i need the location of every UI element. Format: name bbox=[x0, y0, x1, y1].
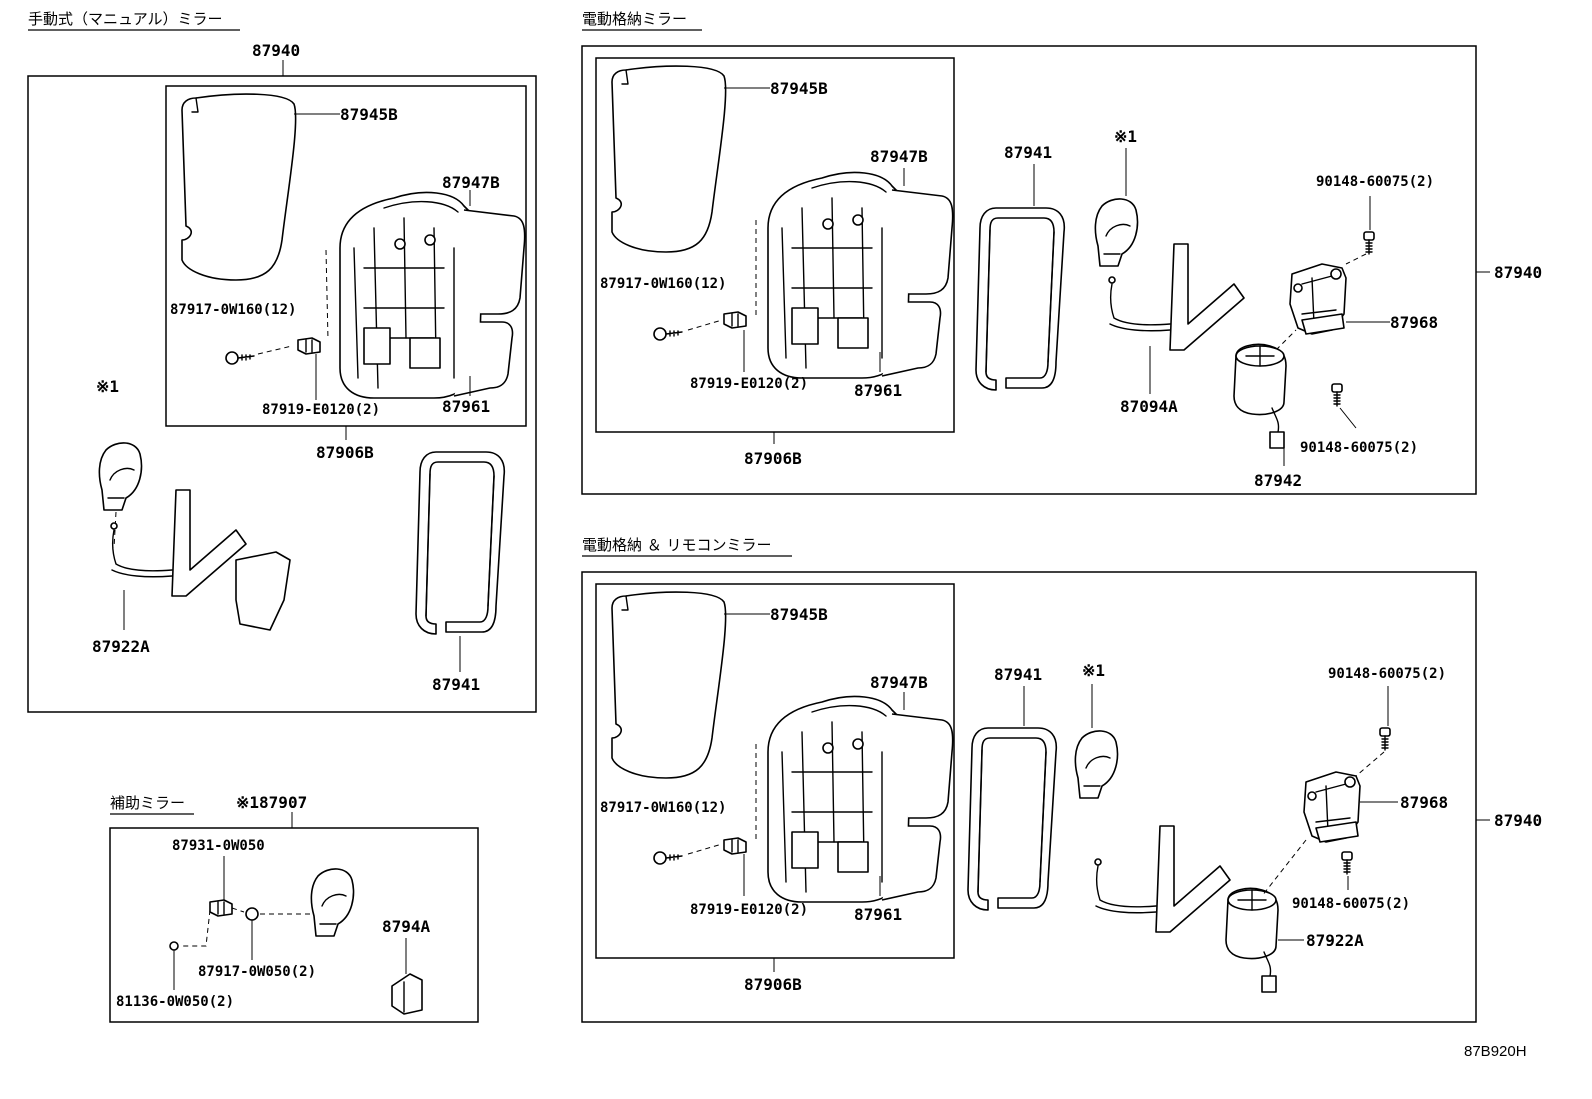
section-manual: 手動式（マニュアル）ミラー 87940 87945B 87947B 87917-… bbox=[27, 10, 537, 713]
part-stay bbox=[110, 489, 247, 597]
label-retractable-bolt-top: 90148-60075(2) bbox=[1316, 174, 1434, 190]
label-retractable-housing: 87947B bbox=[870, 147, 928, 166]
section-title-aux: 補助ミラー bbox=[110, 794, 185, 812]
label-manual-clip: 87919-E0120(2) bbox=[262, 402, 380, 418]
box-remote-outer bbox=[581, 571, 1477, 1023]
part-mirror-housing bbox=[767, 695, 954, 903]
label-remote-bolt-bottom: 90148-60075(2) bbox=[1292, 896, 1410, 912]
label-remote-housing: 87947B bbox=[870, 673, 928, 692]
label-manual-lower-cover: 87961 bbox=[442, 397, 490, 416]
label-manual-assembly: 87940 bbox=[252, 41, 300, 60]
part-frame bbox=[415, 451, 506, 635]
label-remote-glass: 87945B bbox=[770, 605, 828, 624]
label-remote-bracket: 87968 bbox=[1400, 793, 1448, 812]
part-screw bbox=[169, 941, 179, 951]
label-manual-housing: 87947B bbox=[442, 173, 500, 192]
part-bolt bbox=[1379, 727, 1391, 751]
label-remote-sub-assembly: 87906B bbox=[744, 975, 802, 994]
label-retractable-ref-mark: ※1 bbox=[1114, 127, 1137, 146]
label-retractable-assembly: 87940 bbox=[1494, 263, 1542, 282]
part-motor bbox=[1233, 343, 1287, 449]
label-retractable-screw: 87917-0W160(12) bbox=[600, 276, 726, 292]
label-aux-bracket: 8794A bbox=[382, 917, 431, 936]
section-remote: 電動格納 ＆ リモコンミラー 87945B 87947B 87917-0W160… bbox=[581, 536, 1542, 1023]
section-title-manual: 手動式（マニュアル）ミラー bbox=[28, 10, 223, 28]
label-remote-motor-stay: 87922A bbox=[1306, 931, 1364, 950]
part-mirror-housing bbox=[339, 191, 526, 399]
part-bolt bbox=[1341, 851, 1353, 875]
part-stay-bracket bbox=[235, 551, 291, 631]
section-title-remote: 電動格納 ＆ リモコンミラー bbox=[582, 536, 772, 554]
section-title-retractable: 電動格納ミラー bbox=[582, 10, 687, 28]
part-frame bbox=[975, 207, 1066, 391]
part-stay bbox=[1094, 825, 1231, 933]
part-frame bbox=[967, 727, 1058, 911]
part-clip bbox=[723, 311, 747, 329]
box-aux bbox=[109, 827, 479, 1023]
part-bracket bbox=[1289, 263, 1347, 335]
label-aux-screw-a: 87931-0W050 bbox=[172, 838, 265, 854]
label-retractable-bolt-bottom: 90148-60075(2) bbox=[1300, 440, 1418, 456]
part-clip bbox=[297, 337, 321, 355]
part-mirror-housing bbox=[767, 171, 954, 379]
part-aux-mirror bbox=[310, 868, 355, 937]
label-retractable-glass: 87945B bbox=[770, 79, 828, 98]
label-remote-lower-cover: 87961 bbox=[854, 905, 902, 924]
part-screw bbox=[225, 351, 255, 365]
label-remote-ref-mark: ※1 bbox=[1082, 661, 1105, 680]
box-retractable-outer bbox=[581, 45, 1477, 495]
label-retractable-clip: 87919-E0120(2) bbox=[690, 376, 808, 392]
part-screw bbox=[653, 327, 683, 341]
section-aux: 補助ミラー ※187907 87931-0W050 87917-0W050(2)… bbox=[109, 793, 479, 1023]
label-retractable-stay: 87094A bbox=[1120, 397, 1178, 416]
part-bracket bbox=[1303, 771, 1361, 843]
section-retractable: 電動格納ミラー 87945B 87947B 87917-0W160(12) 87… bbox=[581, 10, 1542, 495]
label-manual-stay: 87922A bbox=[92, 637, 150, 656]
part-cover bbox=[1074, 730, 1119, 799]
label-remote-clip: 87919-E0120(2) bbox=[690, 902, 808, 918]
label-remote-assembly: 87940 bbox=[1494, 811, 1542, 830]
label-remote-frame: 87941 bbox=[994, 665, 1042, 684]
label-remote-bolt-top: 90148-60075(2) bbox=[1328, 666, 1446, 682]
part-screw bbox=[653, 851, 683, 865]
label-manual-frame: 87941 bbox=[432, 675, 480, 694]
part-aux-bracket bbox=[391, 973, 423, 1015]
label-aux-nut: 87917-0W050(2) bbox=[198, 964, 316, 980]
part-clip bbox=[209, 899, 233, 917]
part-cover bbox=[1094, 198, 1139, 267]
label-aux-screw-b: 81136-0W050(2) bbox=[116, 994, 234, 1010]
label-retractable-motor: 87942 bbox=[1254, 471, 1302, 490]
label-remote-screw: 87917-0W160(12) bbox=[600, 800, 726, 816]
label-manual-screw: 87917-0W160(12) bbox=[170, 302, 296, 318]
part-bolt bbox=[1331, 383, 1343, 407]
label-manual-glass: 87945B bbox=[340, 105, 398, 124]
part-bolt bbox=[1363, 231, 1375, 255]
box-retractable-inner bbox=[595, 57, 955, 433]
label-retractable-frame: 87941 bbox=[1004, 143, 1052, 162]
label-retractable-sub-assembly: 87906B bbox=[744, 449, 802, 468]
label-retractable-lower-cover: 87961 bbox=[854, 381, 902, 400]
part-stay bbox=[1108, 243, 1245, 351]
part-mirror-glass bbox=[611, 591, 727, 779]
label-retractable-bracket: 87968 bbox=[1390, 313, 1438, 332]
label-manual-sub-assembly: 87906B bbox=[316, 443, 374, 462]
label-manual-ref-mark: ※1 bbox=[96, 377, 119, 396]
part-nut bbox=[245, 907, 259, 921]
part-mirror-glass bbox=[611, 65, 727, 253]
label-aux-assembly: ※187907 bbox=[236, 793, 307, 812]
part-clip bbox=[723, 837, 747, 855]
box-manual-outer bbox=[27, 75, 537, 713]
part-motor bbox=[1225, 887, 1279, 993]
part-mirror-glass bbox=[181, 93, 297, 281]
part-cover bbox=[98, 442, 143, 511]
figure-code: 87B920H bbox=[1464, 1043, 1527, 1060]
box-remote-inner bbox=[595, 583, 955, 959]
